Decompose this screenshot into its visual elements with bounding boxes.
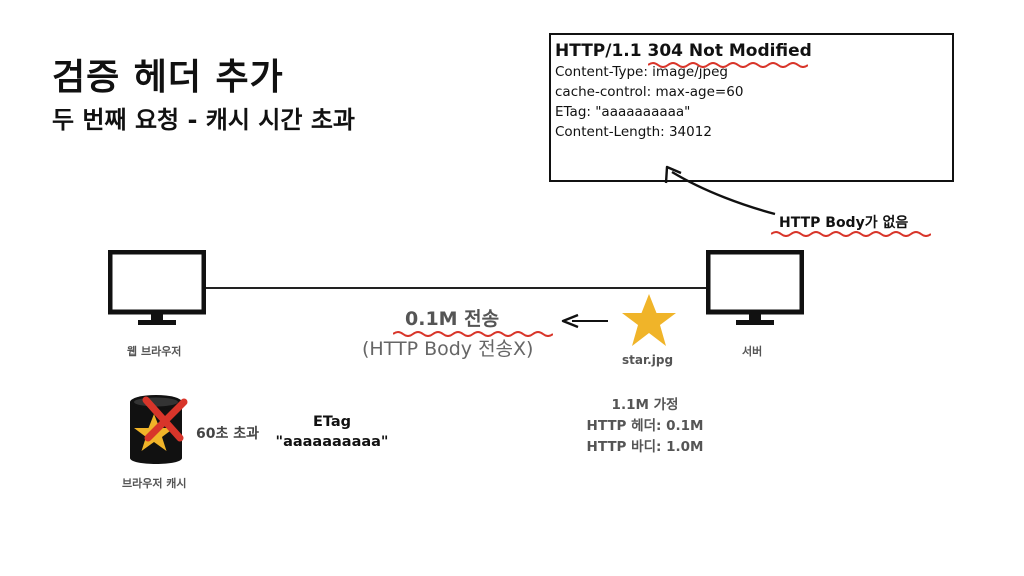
response-status-line: HTTP/1.1 304 Not Modified <box>555 40 952 68</box>
server-label: 서버 <box>742 345 763 358</box>
no-body-arrow-head <box>664 165 682 184</box>
transfer-size-text: 0.1M 전송 <box>405 308 500 330</box>
cached-etag: ETag "aaaaaaaaaa" <box>272 412 392 452</box>
response-header-cache-control: cache-control: max-age=60 <box>555 84 744 100</box>
client-label: 웹 브라우저 <box>127 345 182 358</box>
server-monitor-icon <box>706 250 804 325</box>
no-body-label-text: HTTP Body가 없음 <box>779 215 909 231</box>
response-header-content-type: Content-Type: image/jpeg <box>555 64 728 80</box>
cache-database-icon <box>130 395 188 464</box>
size-assumption-body: HTTP 바디: 1.0M <box>586 439 704 455</box>
no-body-label: HTTP Body가 없음 <box>771 212 931 237</box>
client-monitor-icon <box>108 250 206 325</box>
response-arrow-head <box>561 313 579 329</box>
no-body-underline-squiggle <box>771 231 931 237</box>
cached-etag-label: ETag <box>312 414 352 430</box>
response-header-etag: ETag: "aaaaaaaaaa" <box>555 104 691 120</box>
size-assumption: 1.1M 가정 HTTP 헤더: 0.1M HTTP 바디: 1.0M <box>570 395 720 458</box>
response-header-content-length: Content-Length: 34012 <box>555 124 712 140</box>
transfer-size: 0.1M 전송 <box>393 304 553 337</box>
transfer-underline-squiggle <box>393 331 553 337</box>
star-image-icon <box>622 294 676 346</box>
status-underline-squiggle <box>647 62 808 68</box>
size-assumption-total: 1.1M 가정 <box>611 397 679 413</box>
page-title: 검증 헤더 추가 <box>52 57 284 98</box>
transfer-note: (HTTP Body 전송X) <box>362 338 534 360</box>
response-status-code: 304 Not Modified <box>647 40 812 68</box>
cache-label: 브라우저 캐시 <box>122 477 187 490</box>
no-body-arrow-line <box>671 170 776 216</box>
http-response-box: HTTP/1.1 304 Not Modified Content-Type: … <box>549 33 954 182</box>
cached-etag-value: "aaaaaaaaaa" <box>275 434 389 450</box>
page-subtitle: 두 번째 요청 - 캐시 시간 초과 <box>52 106 355 134</box>
size-assumption-header: HTTP 헤더: 0.1M <box>586 418 704 434</box>
cache-expired-label: 60초 초과 <box>196 426 259 442</box>
response-status-prefix: HTTP/1.1 <box>555 41 648 61</box>
response-status-code-text: 304 Not Modified <box>647 41 812 61</box>
resource-name: star.jpg <box>622 353 674 367</box>
